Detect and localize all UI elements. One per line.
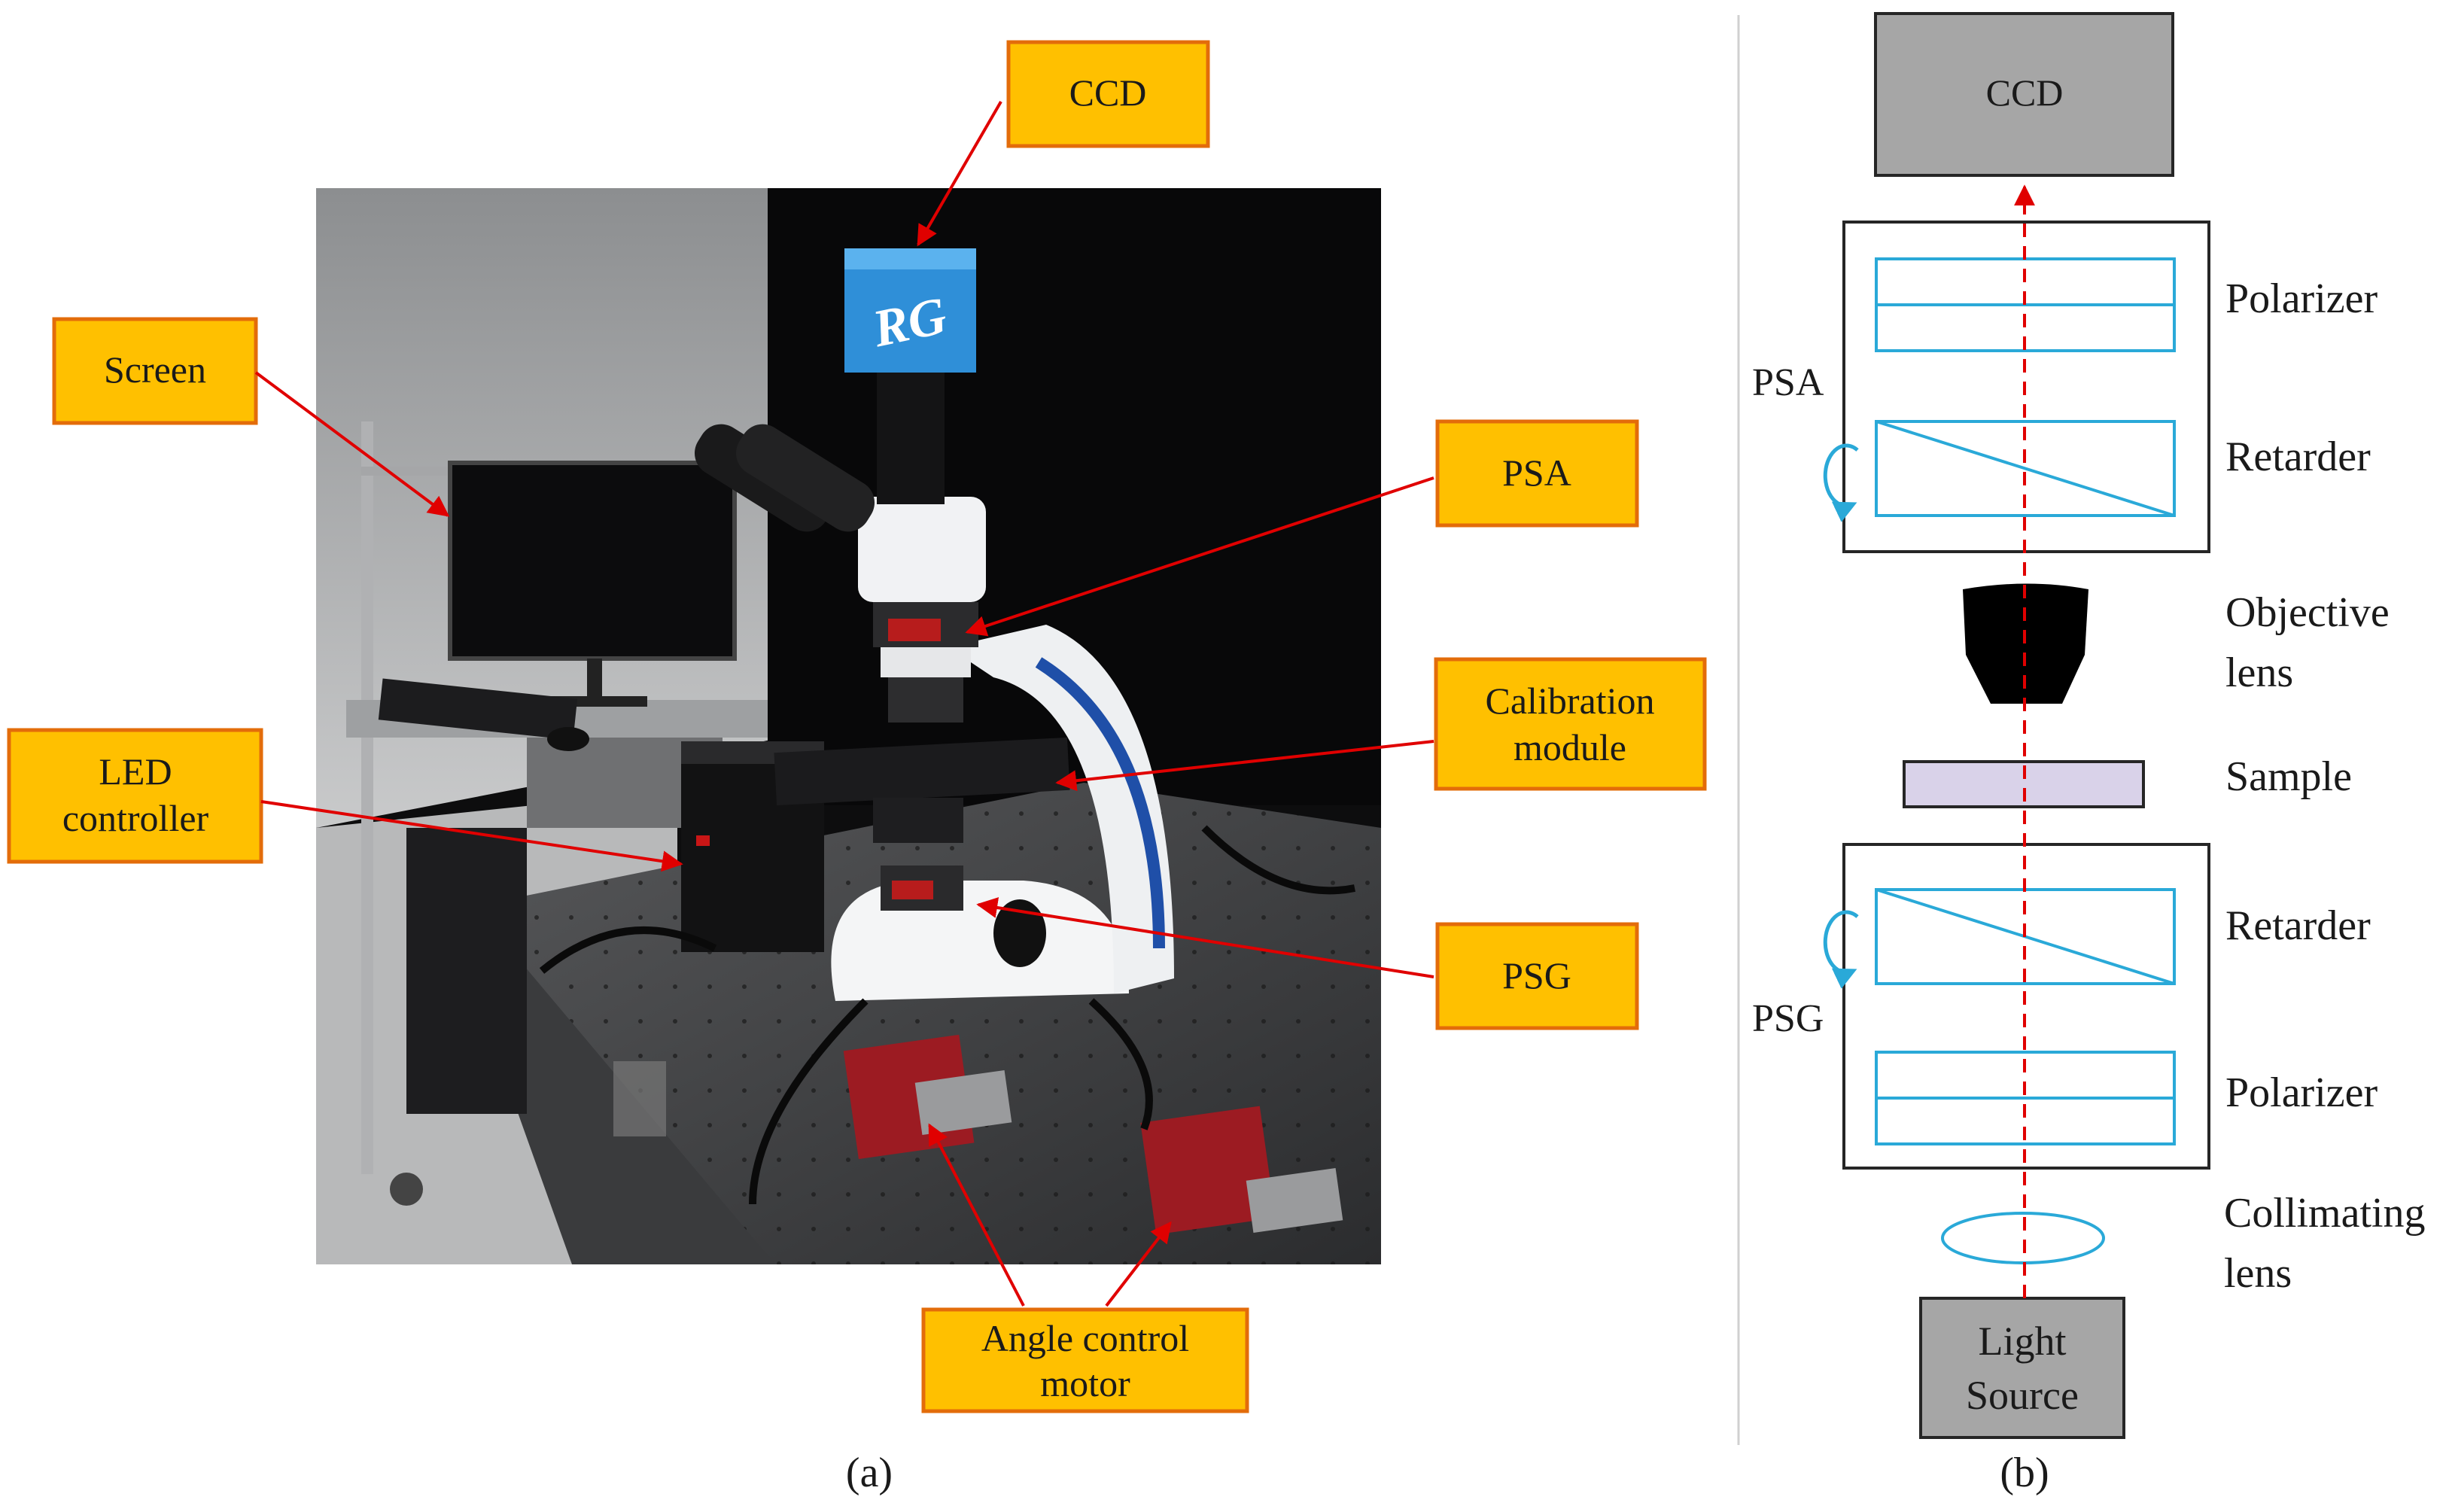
psa-retarder xyxy=(1875,420,2176,517)
callout-angle-control-motor: Angle control motor xyxy=(921,1307,1249,1413)
psg-rotation-arrow-icon xyxy=(1823,910,1859,989)
callout-calibration-line2: module xyxy=(1514,726,1626,768)
caption-b: (b) xyxy=(2000,1450,2049,1496)
callout-psg: PSG xyxy=(1435,922,1639,1030)
callout-psa: PSA xyxy=(1435,419,1639,528)
callout-motor-line1: Angle control xyxy=(981,1317,1189,1359)
callout-calibration-module: Calibration module xyxy=(1434,657,1707,791)
panel-a-photo: RG xyxy=(316,188,1381,1264)
schematic-light-source: Light Source xyxy=(1919,1297,2125,1439)
label-objective-line2: lens xyxy=(2225,650,2293,696)
angle-motor-right xyxy=(1140,1106,1343,1235)
callout-led-controller: LED controller xyxy=(7,728,263,864)
callout-psa-label: PSA xyxy=(1502,452,1571,494)
arrow-calibration xyxy=(1055,740,1434,792)
psg-label: PSG xyxy=(1752,997,1824,1040)
arrow-led xyxy=(260,800,683,872)
label-sample: Sample xyxy=(2225,753,2352,800)
schematic-ccd-label: CCD xyxy=(1986,71,2064,114)
arrow-motor-right xyxy=(1105,1221,1172,1307)
keyboard xyxy=(378,678,578,741)
schematic-ccd: CCD xyxy=(1874,12,2174,177)
light-source-line1: Light xyxy=(1979,1319,2067,1364)
arrow-screen xyxy=(254,371,450,517)
callout-ccd: CCD xyxy=(1006,40,1210,148)
callout-calibration-line1: Calibration xyxy=(1486,680,1655,722)
microscope xyxy=(694,361,1174,1001)
callout-screen: Screen xyxy=(52,317,258,425)
callout-ccd-label: CCD xyxy=(1069,71,1147,114)
label-polarizer-bottom: Polarizer xyxy=(2225,1069,2378,1116)
light-source-line2: Source xyxy=(1966,1373,2079,1418)
arrow-ccd xyxy=(917,100,1002,247)
arrow-psg xyxy=(976,897,1434,978)
arrow-motor-left xyxy=(928,1123,1025,1307)
psa-rotation-arrow-icon xyxy=(1823,443,1859,522)
callout-screen-label: Screen xyxy=(104,348,206,391)
objective-lens-shape xyxy=(1963,583,2088,704)
label-objective-line1: Objective xyxy=(2225,589,2390,636)
callout-led-line2: controller xyxy=(62,797,209,839)
psa-label: PSA xyxy=(1752,361,1824,404)
callout-psg-label: PSG xyxy=(1502,954,1571,996)
callout-arrows xyxy=(254,100,1434,1307)
ccd-camera: RG xyxy=(844,248,976,373)
arrow-psa xyxy=(965,476,1434,637)
callout-motor-line2: motor xyxy=(1040,1362,1130,1404)
panel-b-schematic: CCD PSA PSG xyxy=(1752,12,2426,1439)
mouse xyxy=(547,727,589,751)
label-polarizer-top: Polarizer xyxy=(2225,275,2378,322)
callout-led-line1: LED xyxy=(99,750,172,793)
psg-polarizer xyxy=(1875,1051,2176,1145)
screen-monitor xyxy=(448,461,737,707)
label-collimating-line2: lens xyxy=(2224,1250,2292,1297)
psa-frame xyxy=(1842,221,2210,553)
label-collimating-line1: Collimating xyxy=(2224,1190,2426,1237)
label-retarder-top: Retarder xyxy=(2225,434,2371,480)
cables xyxy=(539,825,1355,1205)
label-retarder-bottom: Retarder xyxy=(2225,902,2371,949)
psg-frame xyxy=(1842,843,2210,1170)
caption-a: (a) xyxy=(846,1450,893,1496)
